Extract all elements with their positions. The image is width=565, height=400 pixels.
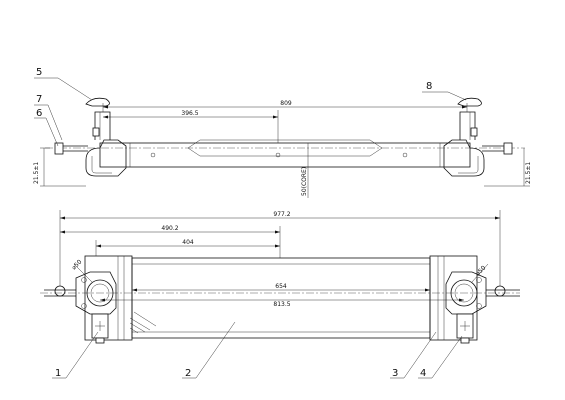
top-view: 809 396.5 50(CORE) 21.5±1 21.5±1 xyxy=(33,97,532,198)
top-left-mount-pad xyxy=(85,97,110,107)
top-core-body xyxy=(99,142,471,168)
callout-5: 5 xyxy=(36,67,42,78)
top-rib-lower xyxy=(187,147,383,157)
top-left-pipe-fitting xyxy=(54,142,64,155)
dim-overall-length: 977.2 xyxy=(273,211,290,218)
top-left-tank xyxy=(85,139,127,177)
top-right-tank xyxy=(443,139,485,177)
callout-8: 8 xyxy=(426,81,432,92)
dim-right-port-dia: ⌀50 xyxy=(474,264,487,277)
top-right-pipe-fitting xyxy=(503,142,513,155)
front-right-port xyxy=(450,279,478,307)
callout-4: 4 xyxy=(420,368,426,379)
callout-6: 6 xyxy=(36,108,42,119)
dim-core-width: 654 xyxy=(275,283,287,290)
dim-right-height: 21.5±1 xyxy=(525,162,532,184)
front-right-pipe-boss xyxy=(494,285,506,297)
dim-left-to-center: 396.5 xyxy=(181,110,198,117)
front-right-flange xyxy=(445,271,487,315)
top-right-bracket xyxy=(459,111,476,140)
dim-left-height: 21.5±1 xyxy=(33,162,40,184)
dim-tank-span: 813.5 xyxy=(273,301,290,308)
dim-left-port-dia: ⌀50 xyxy=(70,258,83,271)
front-core xyxy=(131,257,431,339)
top-rib-upper xyxy=(187,139,383,149)
front-view: 977.2 490.2 404 654 813.5 ⌀50 ⌀50 xyxy=(40,210,520,344)
callout-3: 3 xyxy=(392,368,398,379)
callout-7: 7 xyxy=(36,94,42,105)
front-core-hatch xyxy=(129,311,157,334)
front-left-tank xyxy=(84,255,133,341)
top-left-bracket xyxy=(94,111,111,140)
callout-2: 2 xyxy=(185,368,191,379)
callout-1: 1 xyxy=(55,368,61,379)
front-left-flange xyxy=(75,271,117,315)
dim-tank-to-mid: 404 xyxy=(182,239,194,246)
front-left-port xyxy=(86,279,114,307)
dim-left-to-mid: 490.2 xyxy=(161,225,178,232)
front-left-pipe-boss xyxy=(54,285,66,297)
dim-core-height: 50(CORE) xyxy=(301,167,308,196)
callouts: 5 7 6 8 1 2 3 4 xyxy=(34,67,467,379)
front-right-tank xyxy=(429,255,478,341)
top-right-mount-pad xyxy=(457,97,482,107)
dim-overall-bracket: 809 xyxy=(280,100,292,107)
